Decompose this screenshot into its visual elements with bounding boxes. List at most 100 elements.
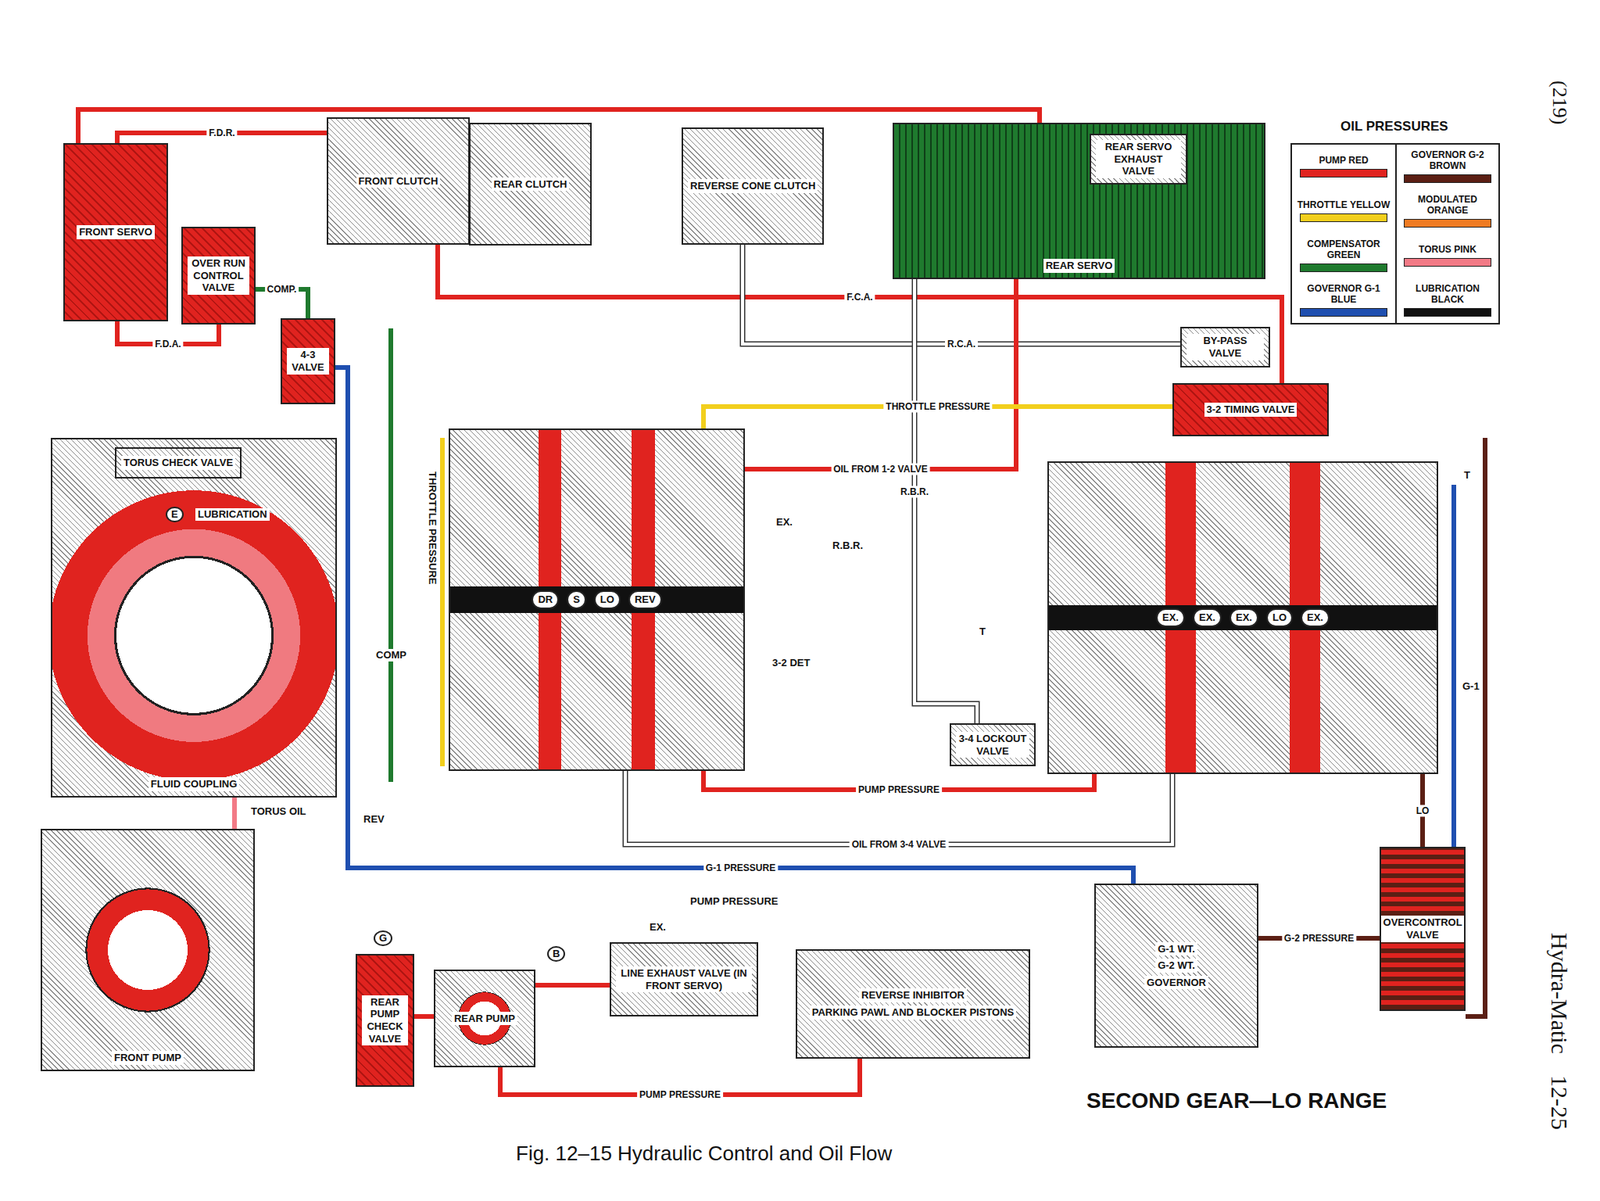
component-label: G-1 WT. (1155, 941, 1198, 956)
oil-line (234, 797, 236, 829)
governor-pipe (1451, 484, 1457, 847)
component-label: REAR SERVO EXHAUST VALVE (1095, 139, 1182, 179)
oil-line-path (625, 770, 1173, 845)
legend-entry: PUMP RED (1292, 144, 1396, 189)
oil-line-path (232, 797, 237, 829)
component-label: REAR CLUTCH (491, 177, 570, 192)
oil-line-path (914, 279, 978, 724)
component-box: EX.EX.EX.LOEX. (1047, 461, 1439, 774)
component-box: REVERSE INHIBITORPARKING PAWL AND BLOCKE… (795, 948, 1031, 1059)
legend-entry: GOVERNOR G-2 BROWN (1395, 144, 1500, 189)
part-label: R.B.R. (830, 539, 866, 552)
component-label: REAR SERVO (1043, 258, 1116, 273)
part-label: T (977, 625, 988, 638)
component-box: FRONT CLUTCH (326, 117, 470, 245)
component-box: FRONT PUMP (40, 828, 255, 1071)
part-label: TORUS OIL (248, 805, 309, 818)
oil-line (535, 984, 610, 986)
component-box: REVERSE CONE CLUTCH (681, 127, 824, 245)
component-box: REAR SERVO REAR SERVO EXHAUST VALVE (892, 122, 1266, 280)
component-label: PARKING PAWL AND BLOCKER PISTONS (809, 1005, 1017, 1020)
oil-line (335, 367, 1134, 884)
legend-text: MODULATED ORANGE (1400, 194, 1495, 217)
pipe-label: F.D.A. (152, 338, 183, 351)
oil-line (744, 279, 1017, 469)
oil-line-path (414, 1013, 434, 1019)
part-label: PUMP PRESSURE (687, 894, 781, 908)
legend-swatch (1299, 168, 1388, 178)
legend-swatch (1403, 307, 1492, 317)
legend-divider (1395, 144, 1397, 323)
component-label: LINE EXHAUST VALVE (IN FRONT SERVO) (615, 966, 752, 992)
legend-swatch (1299, 213, 1388, 222)
component-label: 3-2 TIMING VALVE (1204, 402, 1298, 417)
component-box: REAR PUMP CHECK VALVE (355, 953, 415, 1087)
pipe-label: OIL FROM 1-2 VALVE (830, 463, 931, 476)
component-label: 4-3 VALVE (286, 347, 330, 374)
legend-swatch (1403, 257, 1492, 267)
oil-line (625, 770, 1173, 845)
part-label: G-1 (1460, 680, 1482, 693)
component-label: DR (531, 590, 559, 609)
part-label: THROTTLE PRESSURE (425, 468, 439, 587)
component-label: S (566, 590, 587, 609)
oil-line (914, 279, 978, 724)
component-box: REAR SERVO EXHAUST VALVE (1089, 133, 1188, 185)
component-box: FLUID COUPLINGTORUS CHECK VALVE (50, 437, 337, 798)
component-label: OVERCONTROL VALVE (1381, 915, 1465, 942)
part-label: T (1461, 468, 1473, 482)
pipe-label: OIL FROM 3-4 VALVE (849, 838, 949, 851)
legend-entry: TORUS PINK (1395, 233, 1500, 278)
component-label: FRONT SERVO (76, 225, 155, 240)
component-box: TORUS CHECK VALVE (114, 447, 242, 479)
component-label: LO (594, 590, 621, 609)
oil-line-path (744, 279, 1017, 469)
legend-text: GOVERNOR G-1 BLUE (1296, 283, 1391, 306)
pipe-label: F.D.R. (206, 127, 237, 140)
component-label: OVER RUN CONTROL VALVE (187, 256, 250, 295)
component-box: REAR PUMP (433, 969, 536, 1067)
modulated-pipe (1465, 437, 1486, 1017)
component-label: REAR PUMP (451, 1011, 518, 1026)
throttle-pipe (440, 437, 445, 766)
part-label: EX. (773, 515, 795, 529)
oil-line-path (625, 770, 1173, 845)
part-label: E (165, 506, 184, 523)
pipe-label: THROTTLE PRESSURE (883, 400, 992, 413)
component-label: EX. (1192, 608, 1222, 627)
part-label: B (547, 945, 566, 962)
legend-text: THROTTLE YELLOW (1296, 200, 1391, 212)
pipe-label: F.C.A. (844, 291, 875, 304)
component-label: EX. (1229, 608, 1259, 627)
component-label: G-2 WT. (1155, 958, 1198, 973)
component-label: REVERSE CONE CLUTCH (687, 178, 818, 194)
part-label: OIL PRESSURES (1338, 118, 1451, 135)
legend-swatch (1403, 174, 1492, 183)
oil-line-path (335, 367, 1134, 884)
oil-line-path (914, 279, 978, 724)
component-label: REV (628, 590, 663, 609)
component-box: 3-2 TIMING VALVE (1172, 382, 1329, 437)
component-label: TORUS CHECK VALVE (121, 455, 236, 470)
component-box: REAR CLUTCH (468, 122, 592, 246)
legend-box: PUMP RED THROTTLE YELLOW COMPENSATOR GREEN… (1290, 143, 1500, 325)
component-label: BY-PASS VALVE (1186, 333, 1264, 360)
legend-text: COMPENSATOR GREEN (1296, 239, 1391, 262)
legend-swatch (1299, 263, 1388, 273)
legend-entry: COMPENSATOR GREEN (1292, 233, 1396, 278)
component-box: FRONT SERVO (63, 143, 169, 322)
component-label: REAR PUMP CHECK VALVE (361, 995, 409, 1046)
component-box: OVER RUN CONTROL VALVE (181, 226, 256, 325)
oil-line (414, 1016, 434, 1017)
component-label: EX. (1156, 608, 1185, 627)
legend-entry: GOVERNOR G-1 BLUE (1292, 278, 1396, 323)
pipe-label: R.B.R. (898, 485, 931, 498)
diagram-title: SECOND GEAR—LO RANGE (1086, 1088, 1387, 1114)
compensator-pipe (388, 328, 394, 782)
part-label: COMP (373, 648, 409, 662)
part-label: 3-2 DET (769, 656, 813, 670)
pipe-label: PUMP PRESSURE (855, 783, 942, 796)
component-label: 3-4 LOCKOUT VALVE (955, 731, 1030, 758)
pipe-label: LO (1413, 804, 1432, 817)
